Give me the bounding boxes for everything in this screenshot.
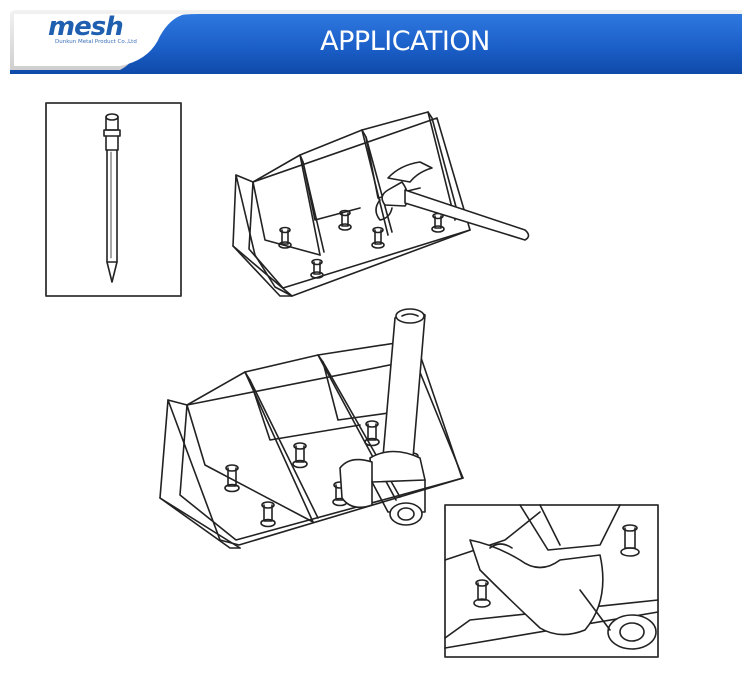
hammer-icon	[375, 161, 530, 241]
nail-diagram	[45, 102, 182, 297]
logo: mesh	[48, 12, 124, 42]
closeup-icon	[444, 504, 659, 650]
detail-closeup	[444, 504, 659, 658]
header-banner: mesh Dunkun Metal Product Co.,Ltd APPLIC…	[0, 0, 750, 80]
formwork-with-hammer-small	[232, 111, 530, 297]
nail-heads	[278, 209, 445, 279]
logo-subtitle: Dunkun Metal Product Co.,Ltd	[55, 39, 137, 45]
banner-shape	[10, 10, 742, 74]
nail-icon	[103, 113, 121, 283]
hammer-icon	[339, 308, 426, 526]
formwork-with-hammer-large	[159, 308, 464, 549]
page-title: APPLICATION	[320, 26, 490, 57]
